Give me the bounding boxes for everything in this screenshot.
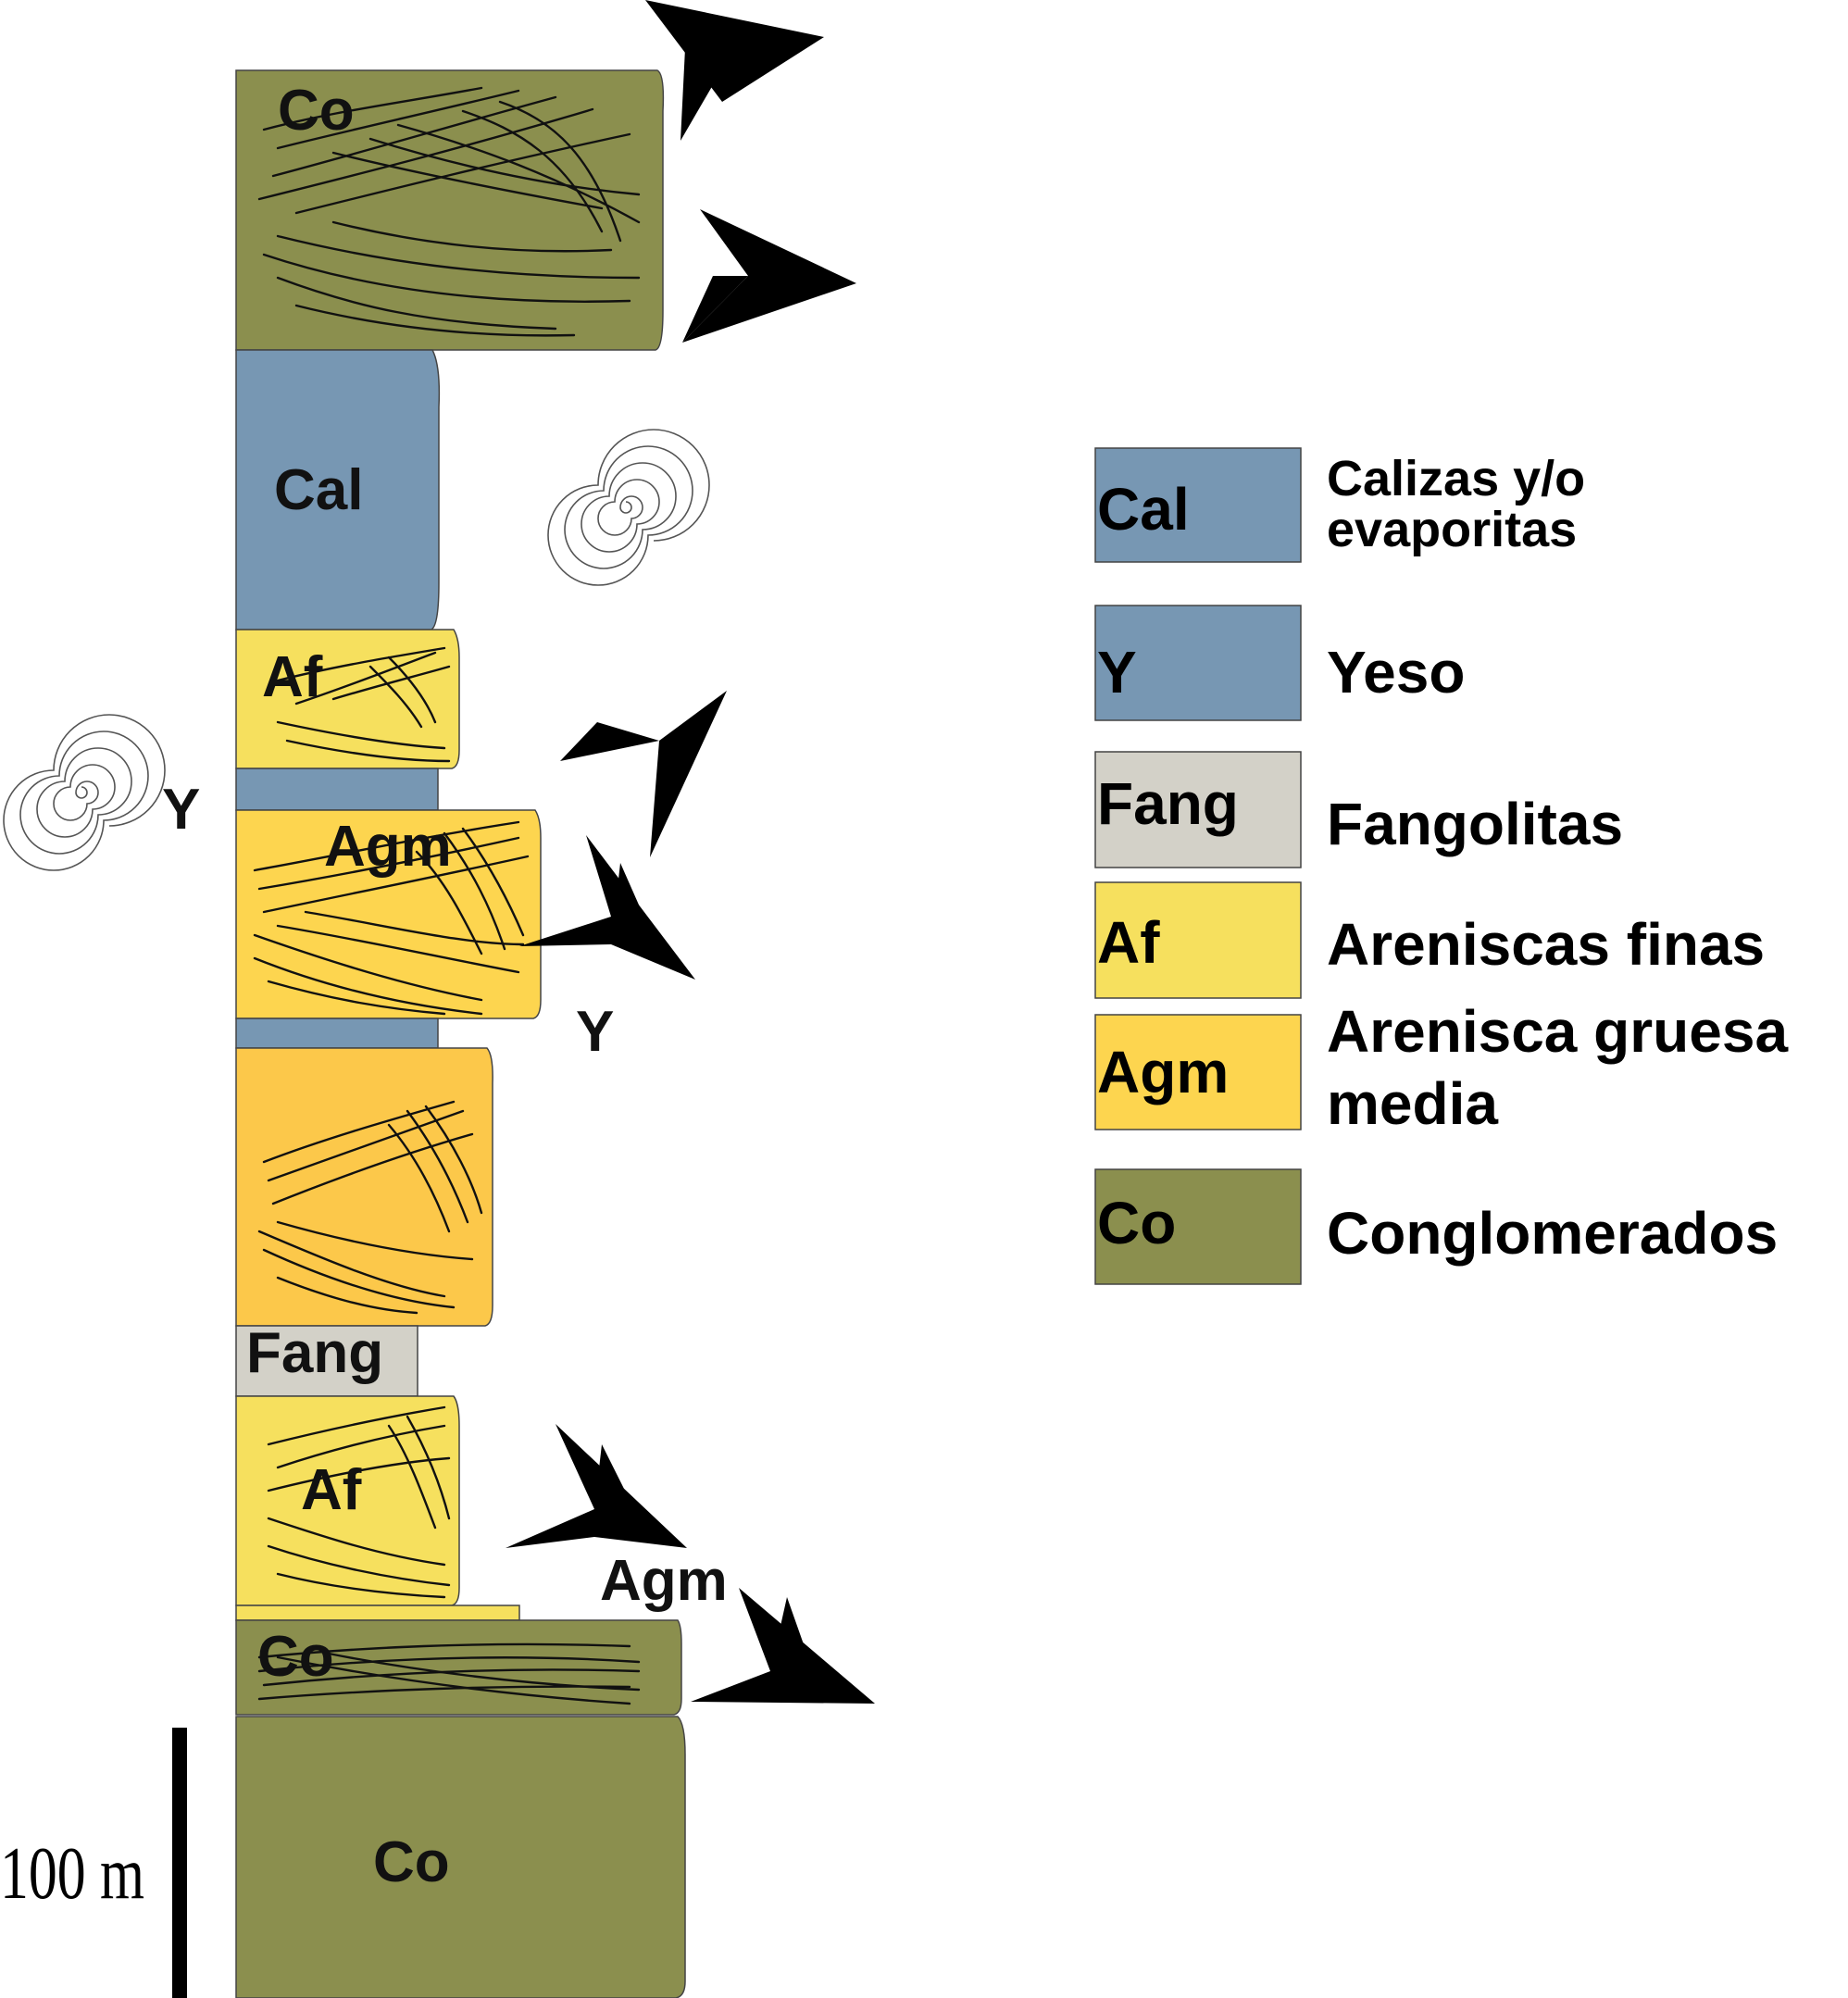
cross-lamination-co-mid: [257, 1642, 641, 1705]
paleocurrent-arrow-icon: [691, 1588, 875, 1704]
legend-label-arenisca-gruesa-line1: Arenisca gruesa: [1327, 998, 1788, 1065]
cross-lamination-agm-lower: [257, 1100, 483, 1315]
legend-code-areniscas-finas: Af: [1097, 909, 1160, 976]
bed-conglomerado-bottom: [235, 1716, 686, 1998]
label-af-upper: Af: [262, 645, 323, 709]
label-cal: Cal: [274, 458, 363, 522]
legend-label-fangolitas: Fangolitas: [1327, 791, 1623, 857]
legend-label-areniscas-finas: Areniscas finas: [1327, 911, 1765, 978]
spiral-fossil-icon: [547, 429, 710, 586]
legend-label-conglomerados: Conglomerados: [1327, 1200, 1778, 1267]
side-label-y-left: Y: [162, 778, 200, 842]
legend-swatch-fangolitas: [1094, 751, 1302, 868]
legend-code-calizas: Cal: [1097, 476, 1190, 543]
label-co-mid: Co: [257, 1625, 334, 1689]
legend-label-calizas-line1: Calizas y/o: [1327, 451, 1585, 506]
legend-code-fangolitas: Fang: [1097, 770, 1239, 837]
label-co-bottom: Co: [373, 1830, 450, 1894]
legend-code-yeso: Y: [1097, 639, 1137, 706]
bed-conglomerado-top: [235, 69, 665, 351]
paleocurrent-arrow-icon: [506, 1424, 687, 1548]
cross-lamination-af-lower: [267, 1405, 451, 1599]
bed-arenisca-gruesa-lower: [235, 1047, 493, 1327]
scale-label: 100 m: [0, 1833, 144, 1915]
legend-swatch-calizas: [1094, 447, 1302, 563]
legend-swatch-conglomerados: [1094, 1168, 1302, 1285]
cross-lamination-top-conglomerado: [257, 86, 641, 337]
legend-item-arenisca-gruesa: Agm Arenisca gruesa media: [1094, 998, 1788, 1137]
side-label-agm-right: Agm: [600, 1549, 728, 1613]
legend: Cal Calizas y/o evaporitas Y Yeso Fang F…: [1094, 447, 1788, 1285]
label-agm-upper: Agm: [324, 815, 452, 879]
side-label-y-right: Y: [576, 1000, 614, 1064]
paleocurrent-arrow-icon: [682, 209, 856, 343]
legend-label-yeso: Yeso: [1327, 639, 1465, 706]
legend-label-calizas-line2: evaporitas: [1327, 502, 1577, 557]
label-co-top: Co: [278, 79, 355, 143]
paleocurrent-arrow-icon: [560, 691, 727, 857]
legend-item-calizas: Cal Calizas y/o evaporitas: [1094, 447, 1585, 563]
label-af-lower: Af: [301, 1458, 362, 1522]
legend-code-conglomerados: Co: [1097, 1190, 1176, 1256]
legend-item-fangolitas: Fang Fangolitas: [1094, 751, 1623, 868]
spiral-fossil-icon: [3, 714, 166, 871]
label-fang: Fang: [246, 1321, 383, 1385]
bed-yeso-lower: [235, 1018, 439, 1049]
legend-label-arenisca-gruesa-line2: media: [1327, 1070, 1498, 1137]
bed-arenisca-fina-thin: [235, 1605, 520, 1621]
bed-yeso-upper: [235, 768, 439, 811]
legend-code-arenisca-gruesa: Agm: [1097, 1039, 1229, 1105]
legend-swatch-yeso: [1094, 605, 1302, 721]
cross-lamination-af-upper: [276, 646, 451, 763]
legend-item-yeso: Y Yeso: [1094, 605, 1465, 721]
legend-item-areniscas-finas: Af Areniscas finas: [1094, 881, 1765, 999]
bed-calizas: [235, 349, 441, 631]
scale-bar: [172, 1728, 187, 1998]
bed-fangolitas: [235, 1325, 418, 1397]
legend-swatch-areniscas-finas: [1094, 881, 1302, 999]
legend-item-conglomerados: Co Conglomerados: [1094, 1168, 1778, 1285]
cross-lamination-agm-upper: [253, 820, 530, 1016]
paleocurrent-arrow-icon: [519, 835, 695, 980]
paleocurrent-arrow-icon: [645, 0, 824, 141]
legend-swatch-arenisca-gruesa: [1094, 1014, 1302, 1130]
